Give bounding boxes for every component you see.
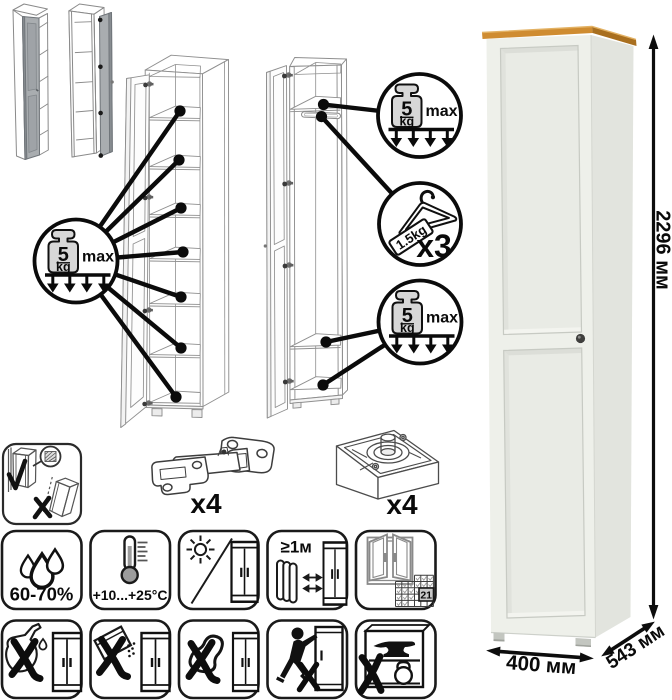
svg-text:+10...+25°C: +10...+25°C bbox=[93, 587, 168, 603]
svg-text:x4: x4 bbox=[190, 488, 222, 519]
svg-text:60-70%: 60-70% bbox=[10, 584, 74, 605]
svg-text:2296 мм: 2296 мм bbox=[652, 210, 672, 290]
svg-text:21: 21 bbox=[420, 590, 432, 602]
svg-text:x4: x4 bbox=[386, 489, 418, 520]
svg-text:400 мм: 400 мм bbox=[505, 651, 577, 679]
svg-text:≥1м: ≥1м bbox=[281, 538, 312, 557]
